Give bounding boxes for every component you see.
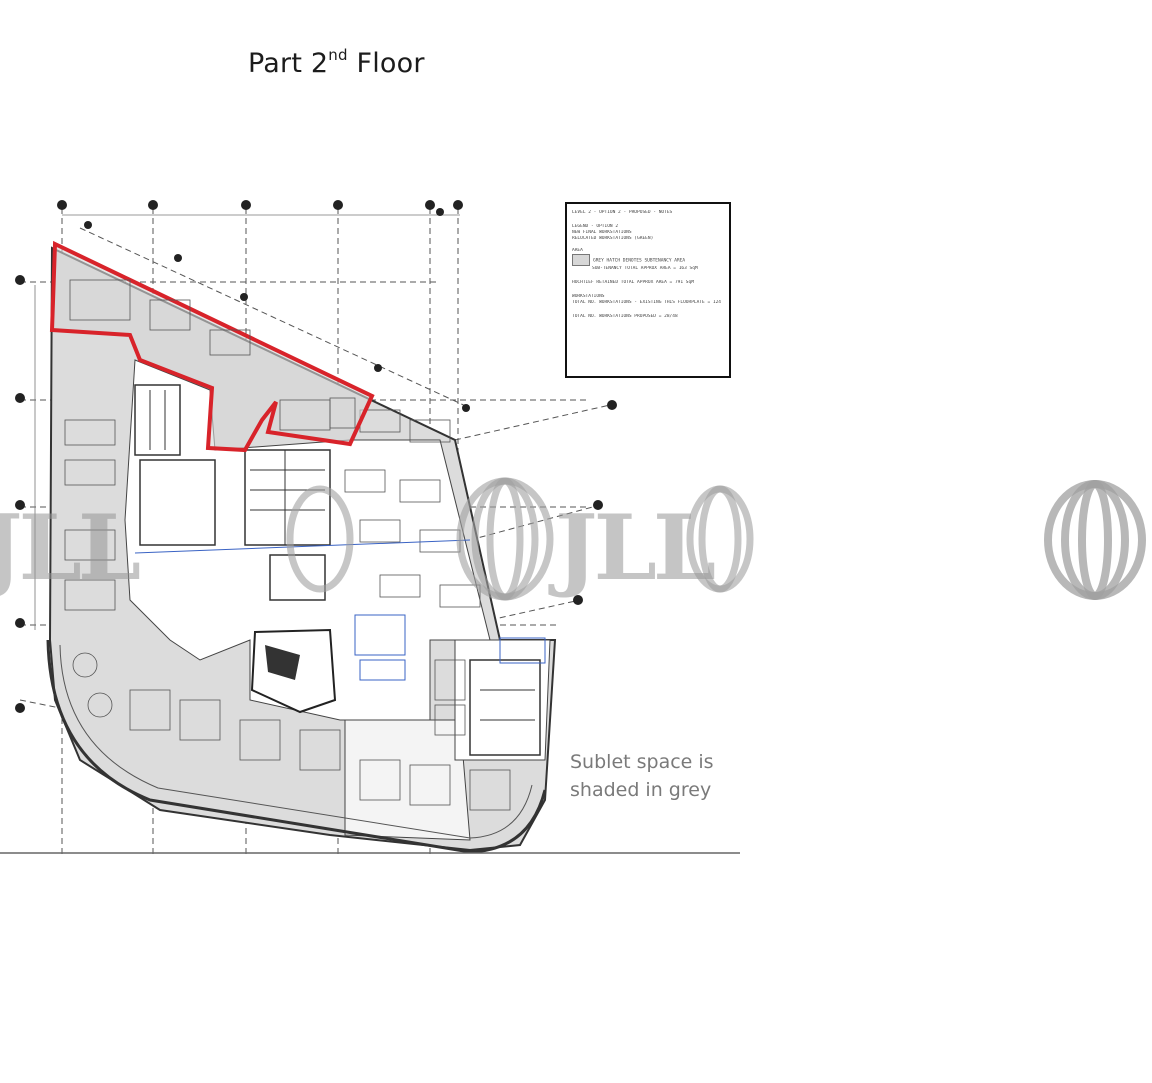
notes-line: TOTAL NO. WORKSTATIONS - EXISTING THIS F…	[572, 300, 722, 305]
notes-heading: LEVEL 2 - OPTION 2 - PROPOSED - NOTES	[572, 210, 673, 215]
notes-line: WORKSTATIONS	[572, 294, 605, 299]
notes-line: HOCHTIEF RETAINED TOTAL APPROX AREA = 79…	[572, 280, 694, 285]
highlight-outline	[49, 240, 375, 453]
notes-line: GREY HATCH DENOTES SUBTENANCY AREA	[572, 254, 724, 266]
legend-notes-box: LEVEL 2 - OPTION 2 - PROPOSED - NOTES LE…	[565, 202, 731, 378]
notes-line: LEGEND - OPTION 2	[572, 224, 619, 229]
watermark-logo-right	[1044, 480, 1146, 600]
grid-markers	[15, 200, 617, 713]
notes-line: RELOCATED WORKSTATIONS (GREEN)	[572, 236, 654, 241]
notes-line: NEW FINAL WORKSTATIONS	[572, 230, 632, 235]
notes-line: TOTAL NO. WORKSTATIONS PROPOSED = 28/48	[572, 314, 678, 319]
watermark-text: JLL	[555, 495, 716, 601]
grey-swatch	[572, 254, 590, 266]
watermark-text-left: JLL	[0, 495, 141, 601]
floor-plan	[0, 200, 740, 855]
sublet-caption: Sublet space is shaded in grey	[570, 751, 714, 801]
page-title: Part 2nd Floor	[248, 46, 425, 79]
notes-line: SUB-TENANCY TOTAL APPROX AREA = 163 SqM	[592, 266, 698, 271]
notes-line: AREA	[572, 248, 583, 253]
watermark-logo-left	[286, 477, 754, 601]
